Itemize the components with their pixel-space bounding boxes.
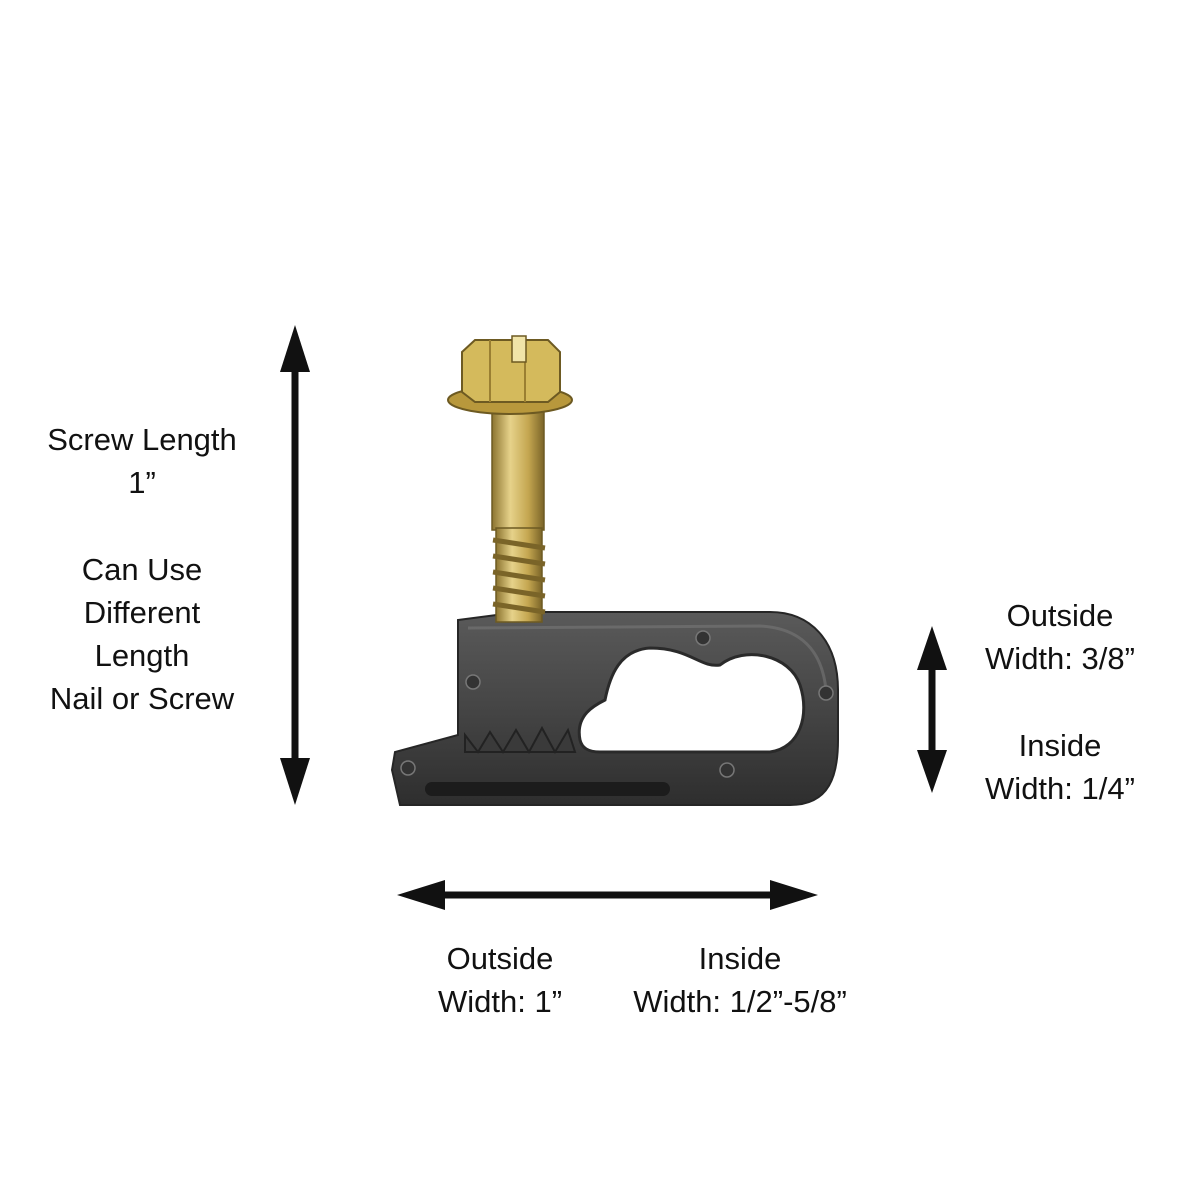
clip-height-arrow [917, 626, 947, 793]
right-outside-width-label: Outside Width: 3/8” [960, 594, 1160, 680]
clip-width-arrow [397, 880, 818, 910]
bottom-outside-width-label: Outside Width: 1” [410, 937, 590, 1023]
bottom-outside-value: Width: 1” [437, 984, 563, 1019]
right-outside-value: Width: 3/8” [985, 641, 1135, 676]
screw-note-line-1: Can Use [81, 552, 203, 587]
right-inside-width-label: Inside Width: 1/4” [960, 724, 1160, 810]
bottom-outside-title: Outside [446, 941, 554, 976]
screw [447, 335, 573, 623]
bottom-inside-value: Width: 1/2”-5/8” [633, 984, 847, 1019]
right-outside-title: Outside [1006, 598, 1114, 633]
bottom-inside-width-label: Inside Width: 1/2”-5/8” [600, 937, 880, 1023]
bottom-inside-title: Inside [698, 941, 782, 976]
screw-length-title: Screw Length [47, 422, 237, 457]
screw-note-line-4: Nail or Screw [49, 681, 235, 716]
right-inside-value: Width: 1/4” [985, 771, 1135, 806]
screw-length-arrow [280, 325, 310, 805]
screw-length-value: 1” [128, 465, 156, 500]
screw-note-line-3: Length [94, 638, 190, 673]
screw-note-label: Can Use Different Length Nail or Screw [22, 548, 262, 720]
cable-clip [390, 611, 839, 806]
right-inside-title: Inside [1018, 728, 1102, 763]
screw-length-label: Screw Length 1” [22, 418, 262, 504]
screw-note-line-2: Different [83, 595, 201, 630]
